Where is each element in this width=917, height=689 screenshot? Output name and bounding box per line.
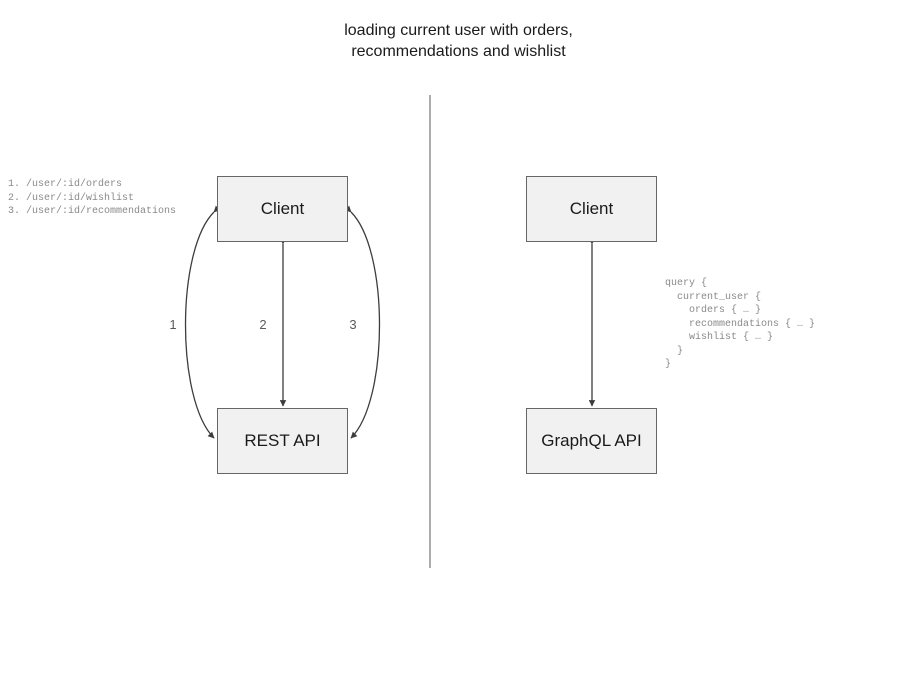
node-graphql-api[interactable]: GraphQL API <box>526 408 657 474</box>
node-rest-api[interactable]: REST API <box>217 408 348 474</box>
node-client-graphql[interactable]: Client <box>526 176 657 242</box>
connector-rest-3 <box>344 205 381 439</box>
edge-label-3: 3 <box>349 317 357 332</box>
graphql-query-note: query { current_user { orders { … } reco… <box>665 278 816 370</box>
edge-label-2: 2 <box>259 317 267 332</box>
connector-rest-1 <box>184 205 221 439</box>
rest-endpoints-note: 1. /user/:id/orders 2. /user/:id/wishlis… <box>8 179 177 217</box>
node-client-rest[interactable]: Client <box>217 176 348 242</box>
diagram-title: loading current user with orders, recomm… <box>344 22 573 60</box>
edge-label-1: 1 <box>169 317 177 332</box>
